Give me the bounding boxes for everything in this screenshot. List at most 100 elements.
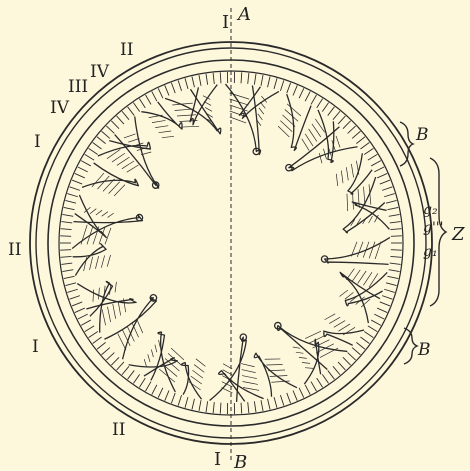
wall-hatch [287,393,291,403]
wall-hatch [65,283,76,286]
septum-stria [192,370,203,378]
septum-stria [108,213,114,217]
wall-hatch [382,296,392,300]
septum-stria [351,164,353,177]
wall-hatch [280,395,283,405]
wall-hatch [293,390,297,400]
wall-hatch [117,362,124,370]
wall-hatch [338,362,345,370]
wall-hatch [364,148,373,154]
wall-hatch [390,222,401,223]
wall-hatch [261,75,263,86]
septum-stria [243,382,258,385]
wall-hatch [75,308,85,312]
zone-label: Z [451,224,465,245]
septum-stria [358,189,359,208]
septum-stria [336,136,340,147]
wall-hatch [133,103,139,112]
septum [304,339,320,384]
septum-stria [159,131,172,133]
septum-stria [117,157,130,165]
septum-stria [242,370,256,373]
wall-hatch [389,214,400,216]
wall-hatch [389,270,400,272]
wall-hatch [62,214,73,216]
septum-stria [338,324,350,331]
wall-hatch [152,91,157,101]
wall-hatch [356,342,365,349]
septum-stria [102,309,105,325]
wall-hatch [106,126,114,134]
wall-hatch [192,77,195,88]
axis-label-top-letter: A [236,4,251,25]
septum-stria [81,225,87,245]
wall-hatch [70,296,80,300]
wall-hatch [93,142,102,148]
bracket-upper-label: B [415,125,429,145]
wall-hatch [356,137,365,144]
septum-stria [182,126,199,127]
septum-stria [155,126,168,128]
wall-hatch [171,393,175,403]
septum-stria [194,365,204,373]
wall-hatch [287,83,291,93]
septum-stria [118,334,126,350]
wall-hatch [380,302,390,306]
wall-hatch [70,187,80,191]
wall-hatch [317,99,323,108]
wall-hatch [299,388,304,398]
septum-stria [357,242,363,257]
wall-hatch [165,390,169,400]
septum-stria [287,104,301,116]
order-label-5: I [34,132,41,152]
wall-hatch [62,270,73,272]
wall-hatch [139,378,145,387]
wall-hatch [213,402,214,413]
septum-stria [299,357,307,358]
wall-hatch [371,320,381,325]
bracket-lower [404,328,417,364]
wall-hatch [67,194,78,197]
septum-stria [87,226,93,245]
wall-hatch [274,78,277,89]
septum-stria [118,301,121,315]
wall-hatch [374,167,384,172]
wall-hatch [178,80,181,90]
septum-stria [107,255,110,267]
septum-stria [101,255,104,267]
wall-hatch [382,187,392,191]
septum-stria [191,376,202,384]
wall-hatch [248,73,249,84]
wall-hatch [206,401,208,412]
wall-hatch [386,283,397,286]
wall-hatch [390,263,401,264]
order-label-6: II [8,240,21,260]
wall-hatch [360,142,369,148]
wall-hatch [89,332,98,338]
wall-hatch [388,276,399,278]
wall-hatch [311,382,317,392]
order-label-3: III [68,77,88,97]
septum-stria [155,345,157,352]
order-label-7: I [32,337,39,357]
septum-stria [302,363,310,364]
septum [115,116,159,188]
wall-hatch [268,399,271,410]
wall-hatch [206,74,208,85]
label-g2: g₂ [423,202,438,218]
bracket-lower-label: B [417,340,431,360]
wall-hatch [158,88,163,98]
wall-hatch [146,382,152,392]
wall-hatch [348,126,356,134]
wall-hatch [254,74,256,85]
wall-hatch [85,154,94,160]
wall-hatch [317,378,323,387]
septum-stria [329,317,340,323]
septum-stria [230,93,250,99]
septum [277,326,347,370]
wall-hatch [165,85,169,95]
wall-hatch [311,95,317,105]
wall-hatch [61,229,72,230]
wall-hatch [192,399,195,410]
